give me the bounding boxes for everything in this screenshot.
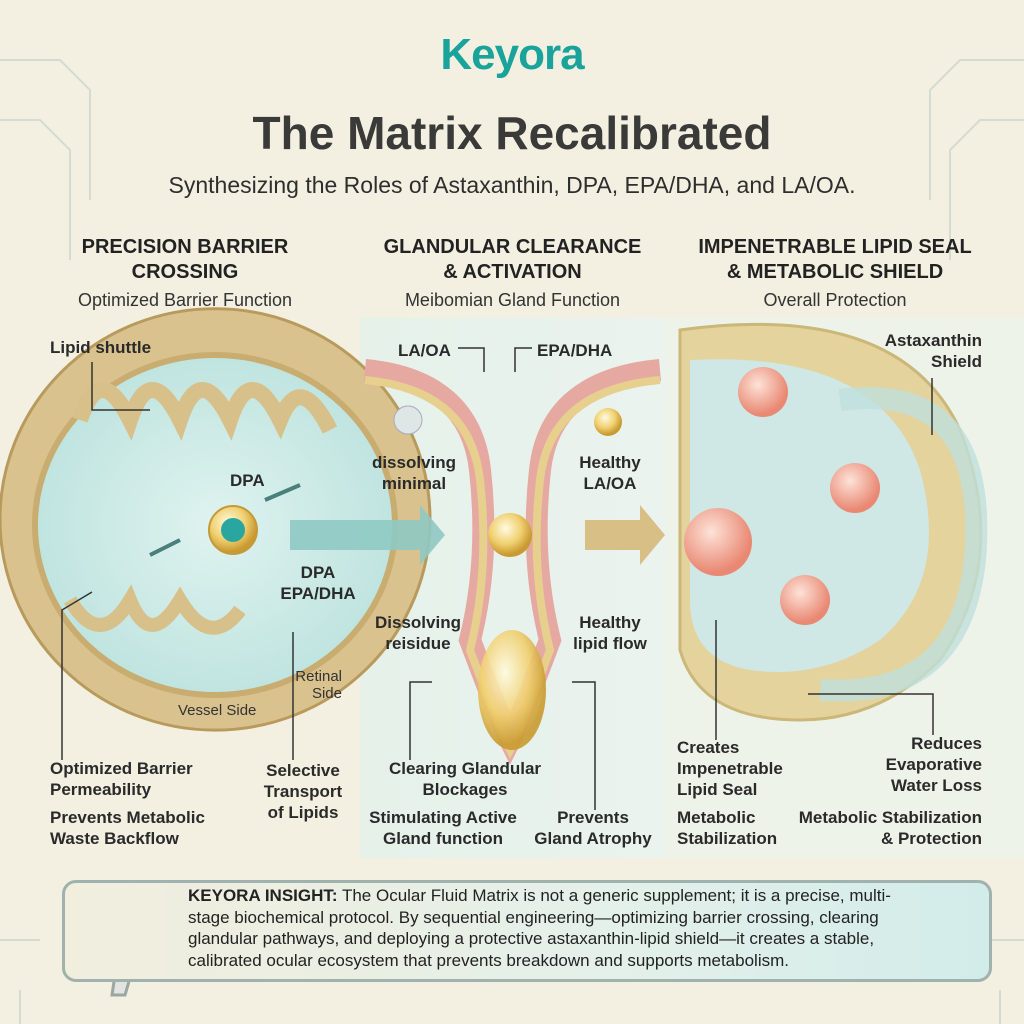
keyora-logo: Keyora xyxy=(440,30,584,79)
label-metabolic-protection: Metabolic Stabilization& Protection xyxy=(798,808,982,848)
label-la-oa: LA/OA xyxy=(398,341,451,360)
label-epa-dha: EPA/DHA xyxy=(537,341,613,360)
lipid-seal-illustration xyxy=(678,322,988,722)
mitochondrion-illustration xyxy=(0,307,432,732)
page-title: The Matrix Recalibrated xyxy=(252,107,772,159)
arrow-to-middle xyxy=(290,505,445,565)
circuit-decoration xyxy=(0,59,1024,1024)
column-3-subtitle: Overall Protection xyxy=(763,290,907,310)
column-2-title: GLANDULAR CLEARANCE& ACTIVATION xyxy=(383,236,642,283)
label-dpa: DPA xyxy=(230,471,265,490)
insight-label: KEYORA INSIGHT: xyxy=(188,886,338,905)
column-1-subtitle: Optimized Barrier Function xyxy=(77,290,293,310)
insight-box xyxy=(62,880,992,982)
label-vessel-side: Vessel Side xyxy=(178,702,257,719)
column-2-subtitle: Meibomian Gland Function xyxy=(404,290,621,310)
arrow-to-right xyxy=(585,505,665,565)
label-lipid-shuttle: Lipid shuttle xyxy=(50,338,152,357)
leader-lines xyxy=(61,347,934,810)
column-3-title: IMPENETRABLE LIPID SEAL& METABOLIC SHIEL… xyxy=(698,236,972,283)
insight-text: KEYORA INSIGHT: The Ocular Fluid Matrix … xyxy=(188,886,891,970)
meibomian-gland-illustration xyxy=(363,359,662,765)
page-subtitle: Synthesizing the Roles of Astaxanthin, D… xyxy=(168,172,856,198)
